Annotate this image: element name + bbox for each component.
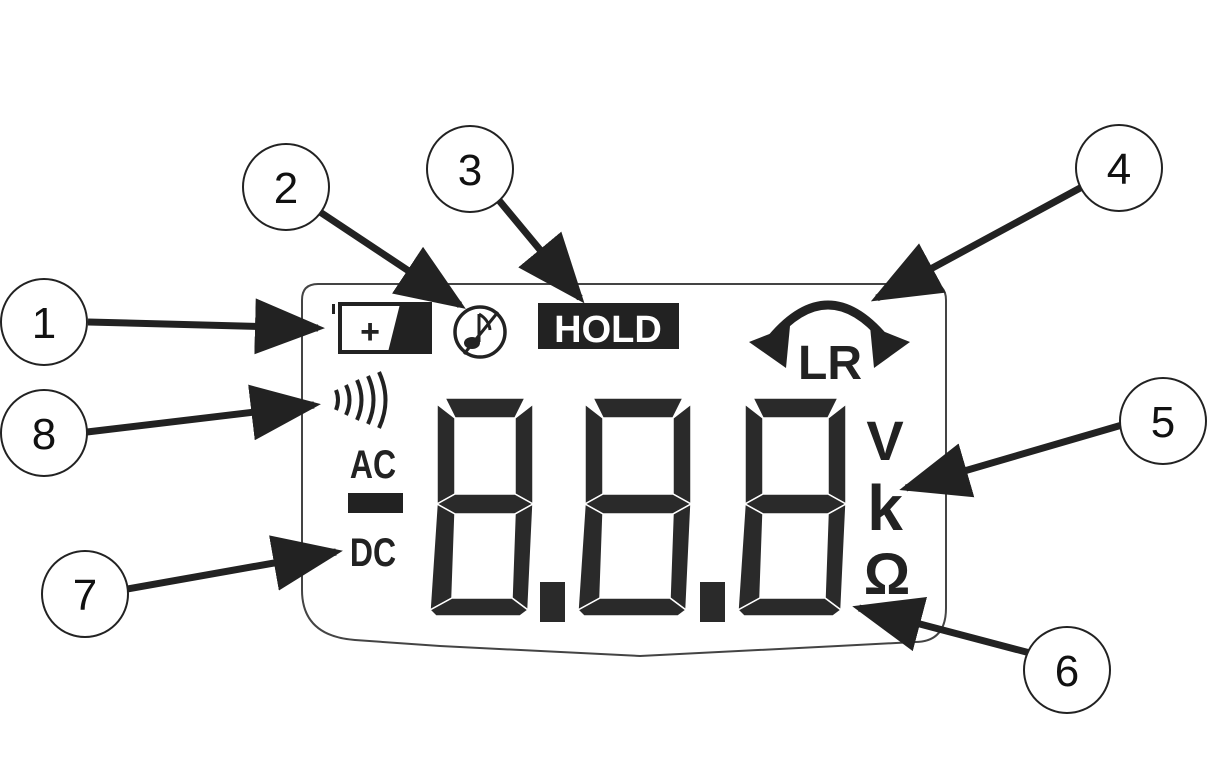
callout-5: 5 xyxy=(1119,377,1207,465)
callout-4: 4 xyxy=(1075,124,1163,212)
hold-indicator: HOLD xyxy=(538,303,679,351)
unit-k: k xyxy=(867,472,903,544)
dc-label: DC xyxy=(350,530,396,575)
unit-ohm: Ω xyxy=(864,542,911,607)
leader-lines xyxy=(86,183,1123,657)
range-text: LR xyxy=(798,337,862,390)
beeper-off-icon xyxy=(453,305,507,359)
ac-label: AC xyxy=(350,442,396,487)
callout-5-label: 5 xyxy=(1151,398,1175,447)
digit-3 xyxy=(736,397,848,617)
unit-indicators: V k Ω xyxy=(864,409,911,607)
callout-6: 6 xyxy=(1023,626,1111,714)
callout-1-label: 1 xyxy=(32,299,56,348)
callout-3: 3 xyxy=(426,125,514,213)
digit-2 xyxy=(576,397,693,617)
callout-7: 7 xyxy=(41,550,129,638)
decimal-point-1 xyxy=(540,582,565,622)
continuity-icon xyxy=(334,371,388,429)
callout-2-label: 2 xyxy=(274,164,298,213)
hold-text: HOLD xyxy=(554,309,662,351)
callout-8: 8 xyxy=(0,389,88,477)
battery-plus: + xyxy=(360,313,380,351)
dc-bar xyxy=(348,493,403,513)
range-indicator: LR xyxy=(749,300,910,390)
decimal-point-2 xyxy=(700,582,725,622)
callout-4-label: 4 xyxy=(1107,145,1131,194)
callout-7-label: 7 xyxy=(73,571,97,620)
acdc-indicator: AC DC xyxy=(348,442,403,575)
unit-v: V xyxy=(866,409,903,472)
callout-3-label: 3 xyxy=(458,146,482,195)
callout-8-label: 8 xyxy=(32,410,56,459)
callout-6-label: 6 xyxy=(1055,647,1079,696)
callout-1: 1 xyxy=(0,278,88,366)
battery-icon: + xyxy=(332,302,432,354)
callout-2: 2 xyxy=(242,143,330,231)
digit-1 xyxy=(428,397,535,617)
